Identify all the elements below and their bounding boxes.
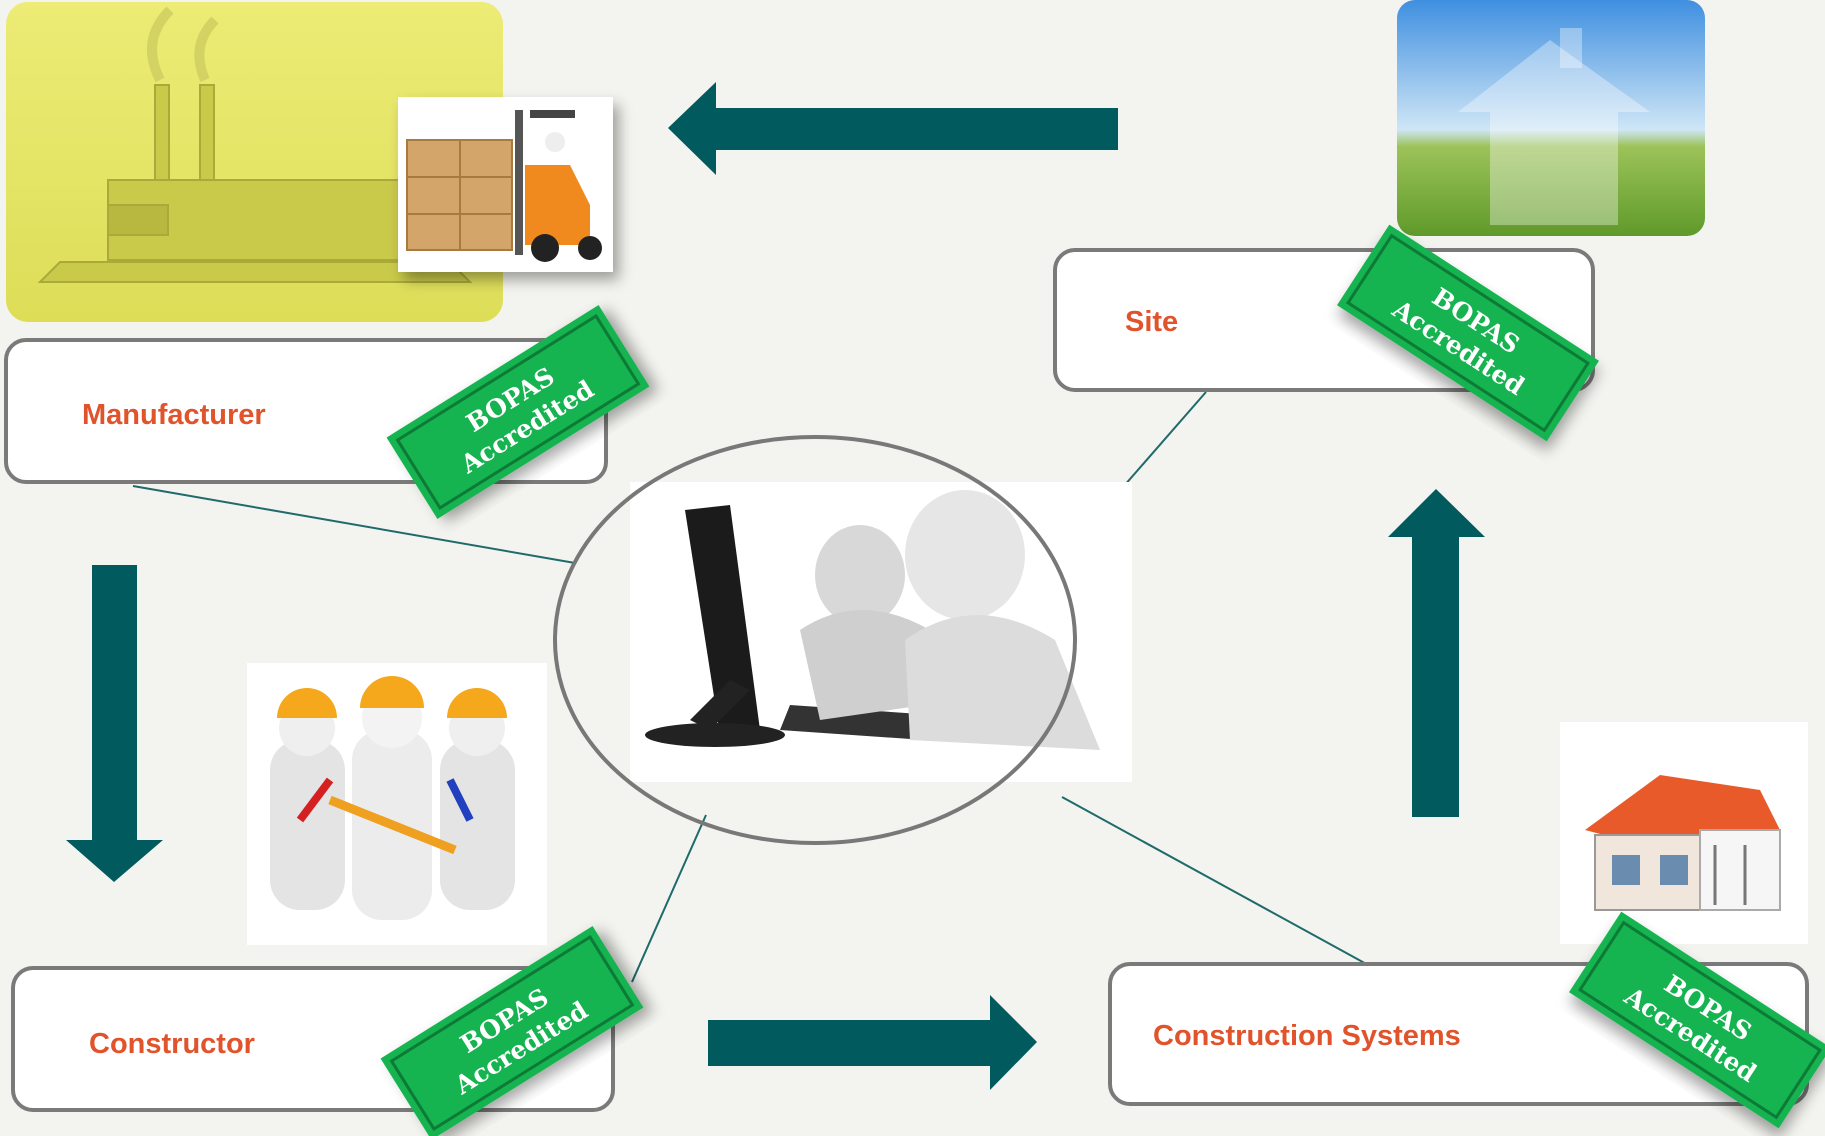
arrow-left-icon	[668, 82, 1118, 175]
site-image	[1397, 0, 1705, 236]
center-circle	[553, 435, 1077, 845]
arrow-up-icon	[1388, 489, 1485, 817]
smoke	[147, 6, 219, 83]
arrow-down-icon	[66, 565, 163, 882]
workers-icon	[270, 676, 515, 920]
bopas-stamp-constructor: BOPAS Accredited	[380, 926, 644, 1136]
bopas-stamp-manufacturer: BOPAS Accredited	[386, 305, 650, 519]
center-image	[630, 482, 1132, 782]
forklift-icon	[406, 110, 602, 262]
manufacturer-label: Manufacturer	[82, 399, 266, 431]
arrow-right-icon	[708, 995, 1037, 1090]
people-computer-icon	[645, 490, 1100, 750]
factory-icon	[37, 84, 473, 283]
house-cutaway-icon	[1585, 775, 1781, 911]
connector-lines	[132, 391, 1371, 983]
connector-construction-systems	[1061, 796, 1371, 967]
constructor-image	[247, 663, 547, 945]
site-label: Site	[1125, 306, 1178, 338]
bopas-stamp-construction-systems: BOPAS Accredited	[1569, 911, 1825, 1129]
forklift-image	[398, 97, 613, 272]
connector-constructor	[631, 814, 707, 983]
construction-systems-image	[1560, 722, 1808, 944]
constructor-label: Constructor	[89, 1028, 255, 1060]
construction-systems-label: Construction Systems	[1153, 1020, 1461, 1052]
connector-manufacturer	[132, 485, 576, 564]
house-field-icon	[1458, 28, 1650, 225]
factory-image	[6, 2, 503, 322]
flow-arrows	[66, 82, 1485, 1090]
